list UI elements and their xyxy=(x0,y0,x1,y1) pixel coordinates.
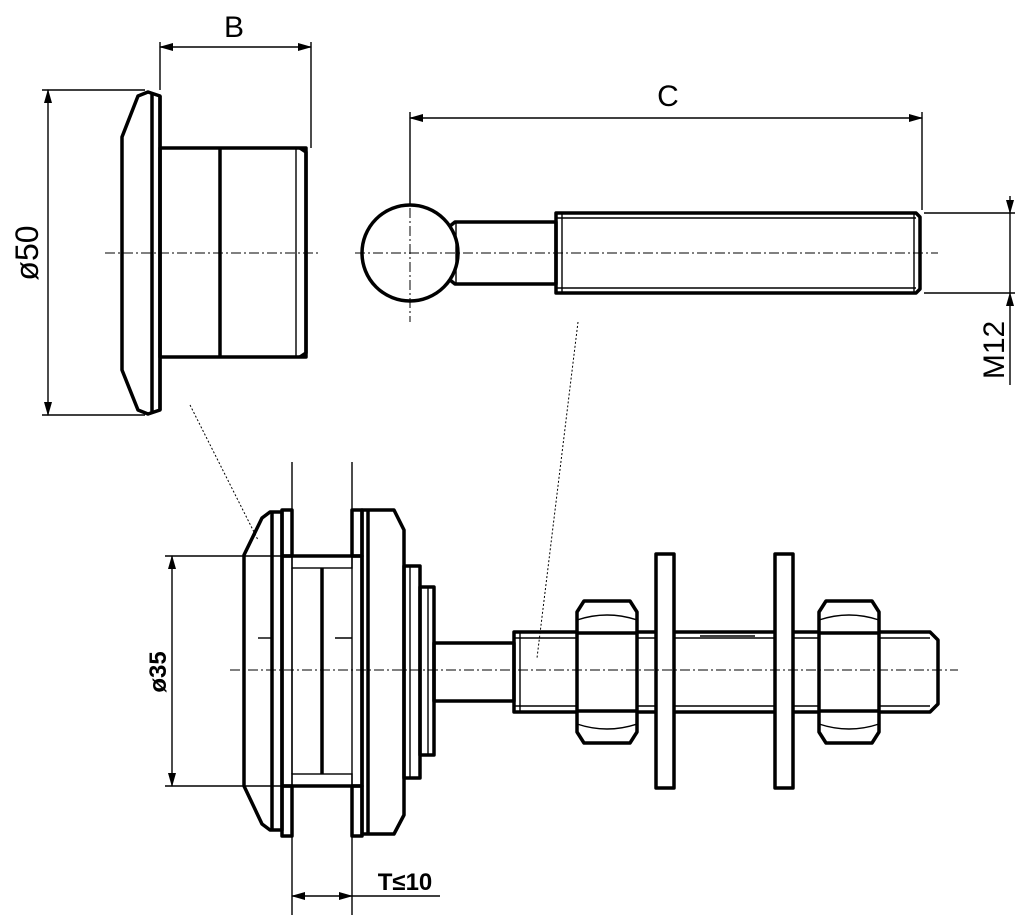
dimension-d35-label: ø35 xyxy=(145,651,172,692)
dimension-m12-label: M12 xyxy=(978,321,1011,379)
assembly-section-view: ø35 T≤10 xyxy=(145,462,958,915)
ball-stud-view: C M12 xyxy=(355,80,1015,659)
dimension-c-label: C xyxy=(657,80,679,113)
leader-line xyxy=(189,404,259,541)
dimension-t-label: T≤10 xyxy=(378,869,433,896)
leader-line xyxy=(536,321,579,659)
disc-head-view: B ø50 xyxy=(9,11,320,416)
dimension-b-label: B xyxy=(224,11,244,44)
dimension-d50-label: ø50 xyxy=(9,225,45,280)
